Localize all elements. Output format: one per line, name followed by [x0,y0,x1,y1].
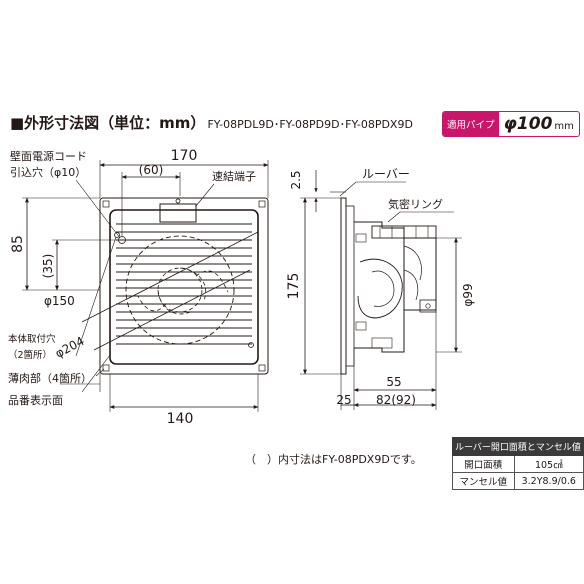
dim-depth-25: 25 [336,393,351,407]
louver-slats [116,223,252,345]
label-terminal: 速結端子 [212,169,256,183]
dim-louver-thickness: 2.5 [289,170,303,189]
label-cord-line2: 引込穴（φ10） [10,165,86,179]
dim-width-top: 170 [171,148,198,164]
spec-value: 3.2Y8.9/0.6 [513,472,584,490]
spec-table-header: ルーバー開口面積とマンセル値 [452,437,584,456]
dim-side-height: 175 [286,273,302,300]
pipe-badge: 適用パイプ φ100 mm [442,111,580,137]
label-cord-line1: 壁面電源コード [10,149,87,163]
label-mount-line2: （2箇所） [8,349,52,361]
spec-label: 開口面積 [452,455,515,473]
front-outer-frame [99,197,269,375]
dim-pipe: φ99 [461,283,475,306]
dim-depth-55: 55 [386,375,401,389]
pipe-unit: mm [554,121,574,132]
label-seal-ring: 気密リング [388,197,443,211]
spec-value: 105㎠ [513,455,584,473]
label-mount-line1: 本体取付穴 [8,333,56,345]
pipe-section [403,237,437,311]
drawing-title: ■外形寸法図（単位：mm）FY-08PDL9D･FY-08PD9D･FY-08P… [10,112,413,133]
side-view [300,170,462,410]
dim-cord-offset: (60) [139,163,164,177]
dim-height-small: (35) [41,254,55,279]
pipe-badge-label: 適用パイプ [443,112,499,136]
label-model-plate: 品番表示面 [8,393,63,407]
spec-table: ルーバー開口面積とマンセル値 開口面積 105㎠ マンセル値 3.2Y8.9/0… [452,437,584,490]
dim-width-bottom: 140 [167,411,194,427]
terminal-box [159,203,197,223]
label-louver: ルーバー [362,167,410,181]
title-text: ■外形寸法図（単位：mm） [10,114,206,132]
model-numbers: FY-08PDL9D･FY-08PD9D･FY-08PDX9D [207,118,413,131]
note-text: （ ）内寸法はFY-08PDX9Dです。 [245,453,422,466]
pipe-diameter: φ100 [503,114,553,134]
fan-circle [125,235,235,345]
grille-frame [109,209,259,365]
dim-depth-82: 82(92) [376,393,416,407]
pipe-badge-value: φ100 mm [499,112,579,136]
spec-label: マンセル値 [452,472,515,490]
louver-plate [340,197,347,375]
table-row: 開口面積 105㎠ [452,455,584,473]
dim-height-left: 85 [10,235,26,253]
table-row: マンセル値 3.2Y8.9/0.6 [452,472,584,490]
label-thin: 薄肉部（4箇所） [8,371,92,385]
front-view [22,160,269,412]
dim-circle: φ150 [44,294,75,308]
dim-diagonal: φ204 [53,334,87,361]
